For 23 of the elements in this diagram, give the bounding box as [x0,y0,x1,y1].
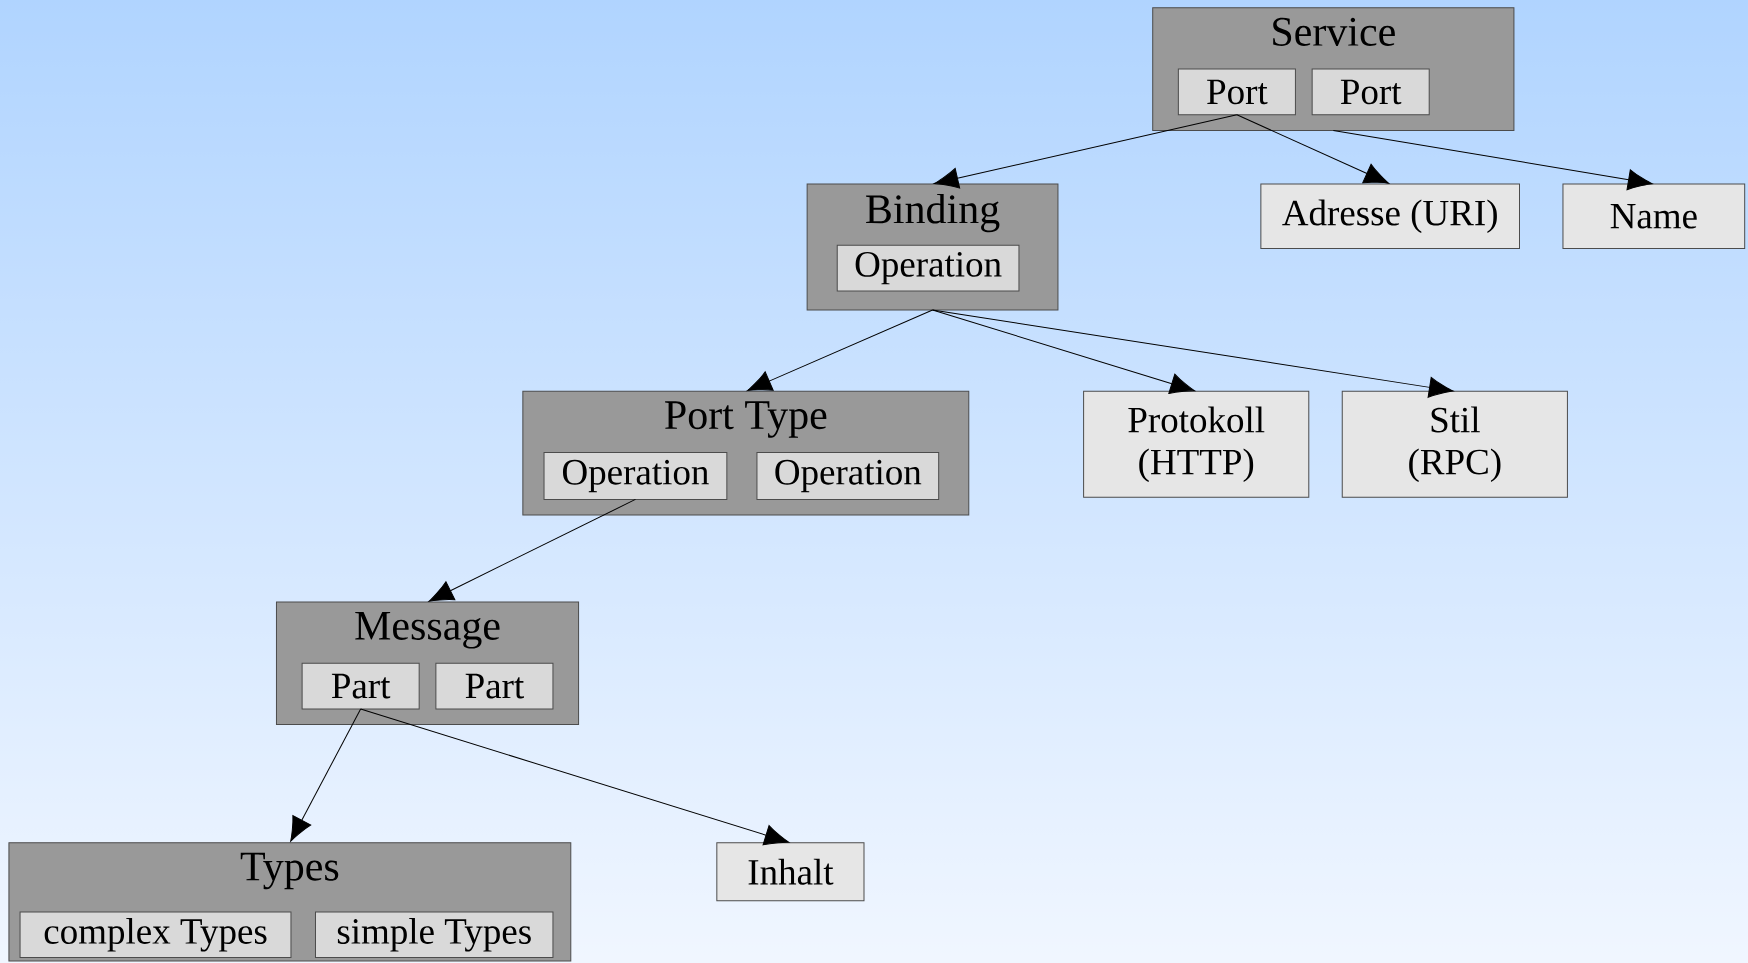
arrow [747,309,934,392]
arrow [1236,114,1389,184]
element-box: Part [301,662,420,710]
element-box: Port [1311,68,1430,116]
arrow [932,309,1195,394]
arrow [290,708,362,842]
element-box: complex Types [19,911,292,959]
element-box: Part [435,662,554,710]
leaf-box: Inhalt [716,842,865,902]
leaf-box: Protokoll (HTTP) [1083,390,1310,498]
element-box: simple Types [315,911,554,959]
arrow [1332,129,1653,191]
element-box: Operation [543,452,728,500]
arrow [932,309,1454,398]
leaf-box: Adresse (URI) [1260,183,1520,250]
arrow [933,114,1238,189]
arrow [428,498,636,602]
arrow [360,708,790,846]
leaf-box: Name [1562,183,1746,250]
element-box: Port [1177,68,1296,116]
leaf-box: Stil (RPC) [1341,390,1568,498]
element-box: Operation [836,244,1020,292]
element-box: Operation [756,452,940,500]
